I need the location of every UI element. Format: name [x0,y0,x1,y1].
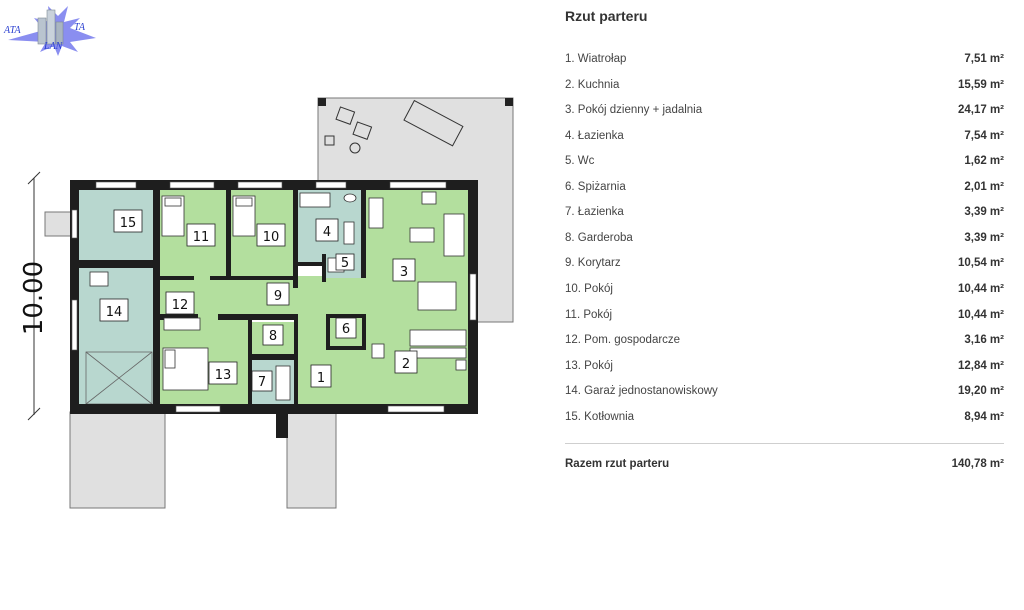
room-area: 3,39 m² [964,231,1004,244]
room-name: 13. Pokój [565,359,613,372]
room-area: 7,51 m² [964,53,1004,65]
room-row: 6. Spiżarnia 2,01 m² [565,181,1004,201]
room-row: 5. Wc 1,62 m² [565,155,1004,175]
room-name: 10. Pokój [565,282,613,295]
room-area: 2,01 m² [964,180,1004,193]
room-area: 3,39 m² [964,206,1004,219]
room-row: 8. Garderoba 3,39 m² [565,232,1004,252]
room-area: 3,16 m² [964,334,1004,347]
room-area: 7,54 m² [964,129,1004,142]
room-label-5: 5 [341,256,349,271]
dimension-label: 10.00 [19,261,49,335]
total-label: Razem rzut parteru [565,458,670,470]
floor-plan: ATA TA LAN 10.00 [3,6,514,509]
room-name: 9. Korytarz [565,257,621,270]
terrace-furniture [324,99,464,154]
room-name: 1. Wiatrołap [565,53,627,65]
room-name: 4. Łazienka [565,129,624,142]
room-area: 1,62 m² [964,155,1004,168]
room-label-2: 2 [402,357,410,372]
room-area: 12,84 m² [957,359,1004,372]
room-labels: 1 2 3 4 5 6 7 8 9 10 11 12 13 14 15 [99,209,418,392]
room-row: 12. Pom. gospodarcze 3,16 m² [565,334,1004,354]
room-label-11: 11 [193,230,210,245]
room-row: 7. Łazienka 3,39 m² [565,206,1004,226]
room-label-9: 9 [274,289,282,304]
room-label-8: 8 [269,329,277,344]
windows [71,181,477,413]
room-label-4: 4 [323,225,331,240]
logo-text-right: TA [74,22,86,33]
room-name: 15. Kotłownia [565,410,635,423]
room-name: 8. Garderoba [565,231,633,244]
room-name: 11. Pokój [565,308,613,321]
room-row: 11. Pokój 10,44 m² [565,309,1004,329]
room-row: 15. Kotłownia 8,94 m² [565,411,1004,431]
room-row: 3. Pokój dzienny + jadalnia 24,17 m² [565,104,1004,124]
driveway [69,411,166,509]
room-row: 13. Pokój 12,84 m² [565,360,1004,380]
room-area: 10,44 m² [957,282,1004,295]
room-area: 19,20 m² [957,385,1004,398]
room-label-7: 7 [258,375,266,390]
room-label-13: 13 [215,368,232,383]
entrance-path [286,411,337,509]
logo-text-bottom: LAN [43,41,64,52]
room-row: 14. Garaż jednostanowiskowy 19,20 m² [565,385,1004,405]
room-name: 6. Spiżarnia [565,180,626,193]
logo-text-left: ATA [3,25,22,36]
room-label-10: 10 [263,230,280,245]
room-row: 10. Pokój 10,44 m² [565,283,1004,303]
room-label-14: 14 [106,305,123,320]
room-label-6: 6 [342,322,350,337]
room-row: 9. Korytarz 10,54 m² [565,257,1004,277]
room-name: 3. Pokój dzienny + jadalnia [565,104,703,117]
room-label-3: 3 [400,265,408,280]
room-label-1: 1 [317,371,325,386]
room-area: 10,44 m² [957,308,1004,321]
divider [565,443,1004,444]
total-area: 140,78 m² [951,458,1004,470]
room-name: 12. Pom. gospodarcze [565,334,681,347]
panel-title: Rzut parteru [565,8,648,24]
room-area: 10,54 m² [957,257,1004,270]
dimension-line [27,171,41,421]
room-name: 2. Kuchnia [565,78,620,91]
logo: ATA TA LAN [3,6,96,56]
room-name: 14. Garaż jednostanowiskowy [565,385,718,398]
total-row: Razem rzut parteru 140,78 m² [565,458,1004,470]
room-14-fill [78,268,153,404]
room-area: 15,59 m² [957,78,1004,91]
room-name: 5. Wc [565,155,595,168]
room-area: 8,94 m² [964,410,1004,423]
room-row: 4. Łazienka 7,54 m² [565,130,1004,150]
room-label-15: 15 [120,216,137,231]
room-area: 24,17 m² [957,104,1004,117]
room-row: 2. Kuchnia 15,59 m² [565,79,1004,99]
room-name: 7. Łazienka [565,206,624,219]
room-label-12: 12 [172,298,189,313]
room-row: 1. Wiatrołap 7,51 m² [565,53,1004,73]
